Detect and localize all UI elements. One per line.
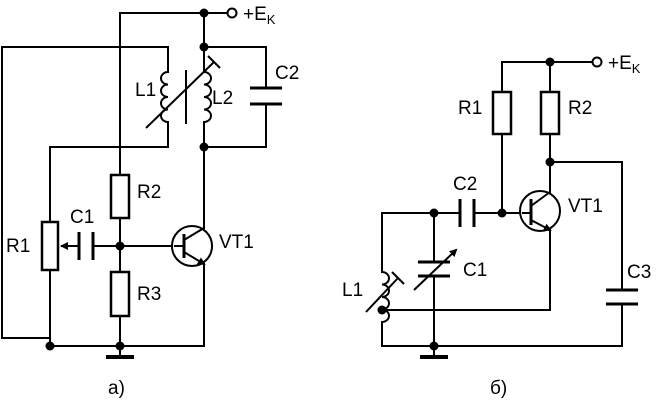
- capacitor-c2-b: [458, 199, 476, 227]
- caption-b: б): [490, 378, 507, 399]
- inductor-l1-b: [380, 270, 390, 324]
- capacitor-c3: [606, 288, 638, 306]
- resistor-r1-b: [491, 90, 513, 136]
- label-c1-a: C1: [70, 207, 94, 228]
- label-r2-a: R2: [137, 182, 161, 203]
- inductor-l2: [202, 70, 212, 124]
- circuit-a-wires: [1, 12, 267, 357]
- circuit-b-wires: [381, 61, 623, 357]
- supply-label-b: +EK: [608, 53, 641, 76]
- caption-a: а): [108, 378, 125, 399]
- circuit-a: +EK L1 L2 C2 R1 C1 R2 R3: [1, 4, 299, 399]
- label-c2-a: C2: [275, 63, 299, 84]
- label-l1-b: L1: [342, 280, 363, 301]
- potentiometer-r1: [40, 220, 60, 272]
- variable-capacitor-c1-b: [413, 248, 458, 291]
- transistor-vt1-b: [519, 190, 561, 232]
- capacitor-c2-a: [250, 86, 282, 106]
- resistor-r3: [109, 270, 131, 318]
- label-c3: C3: [627, 262, 651, 283]
- resistor-r2-b: [539, 90, 561, 136]
- label-r1-a: R1: [6, 236, 30, 257]
- label-vt1-a: VT1: [219, 232, 254, 253]
- label-r2-b: R2: [568, 98, 592, 119]
- label-r1-b: R1: [458, 98, 482, 119]
- label-l2-a: L2: [212, 88, 233, 109]
- transistor-vt1-a: [171, 225, 213, 267]
- label-r3-a: R3: [137, 284, 161, 305]
- inductor-l1: [160, 70, 170, 124]
- label-vt1-b: VT1: [568, 196, 603, 217]
- junction-dots-a: [45, 8, 209, 351]
- supply-label-a: +EK: [243, 4, 276, 27]
- capacitor-c1-a: [77, 232, 95, 260]
- variable-inductor-arrow: [145, 61, 215, 129]
- resistor-r2-a: [109, 173, 131, 220]
- label-l1-a: L1: [135, 80, 156, 101]
- circuit-b: +EK R1 R2 C2 VT1 L1 C: [342, 53, 651, 399]
- supply-terminal-b: [591, 56, 603, 68]
- label-c2-b: C2: [453, 174, 477, 195]
- junction-dots-b: [377, 57, 555, 351]
- supply-terminal-a: [226, 7, 238, 19]
- label-c1-b: C1: [463, 260, 487, 281]
